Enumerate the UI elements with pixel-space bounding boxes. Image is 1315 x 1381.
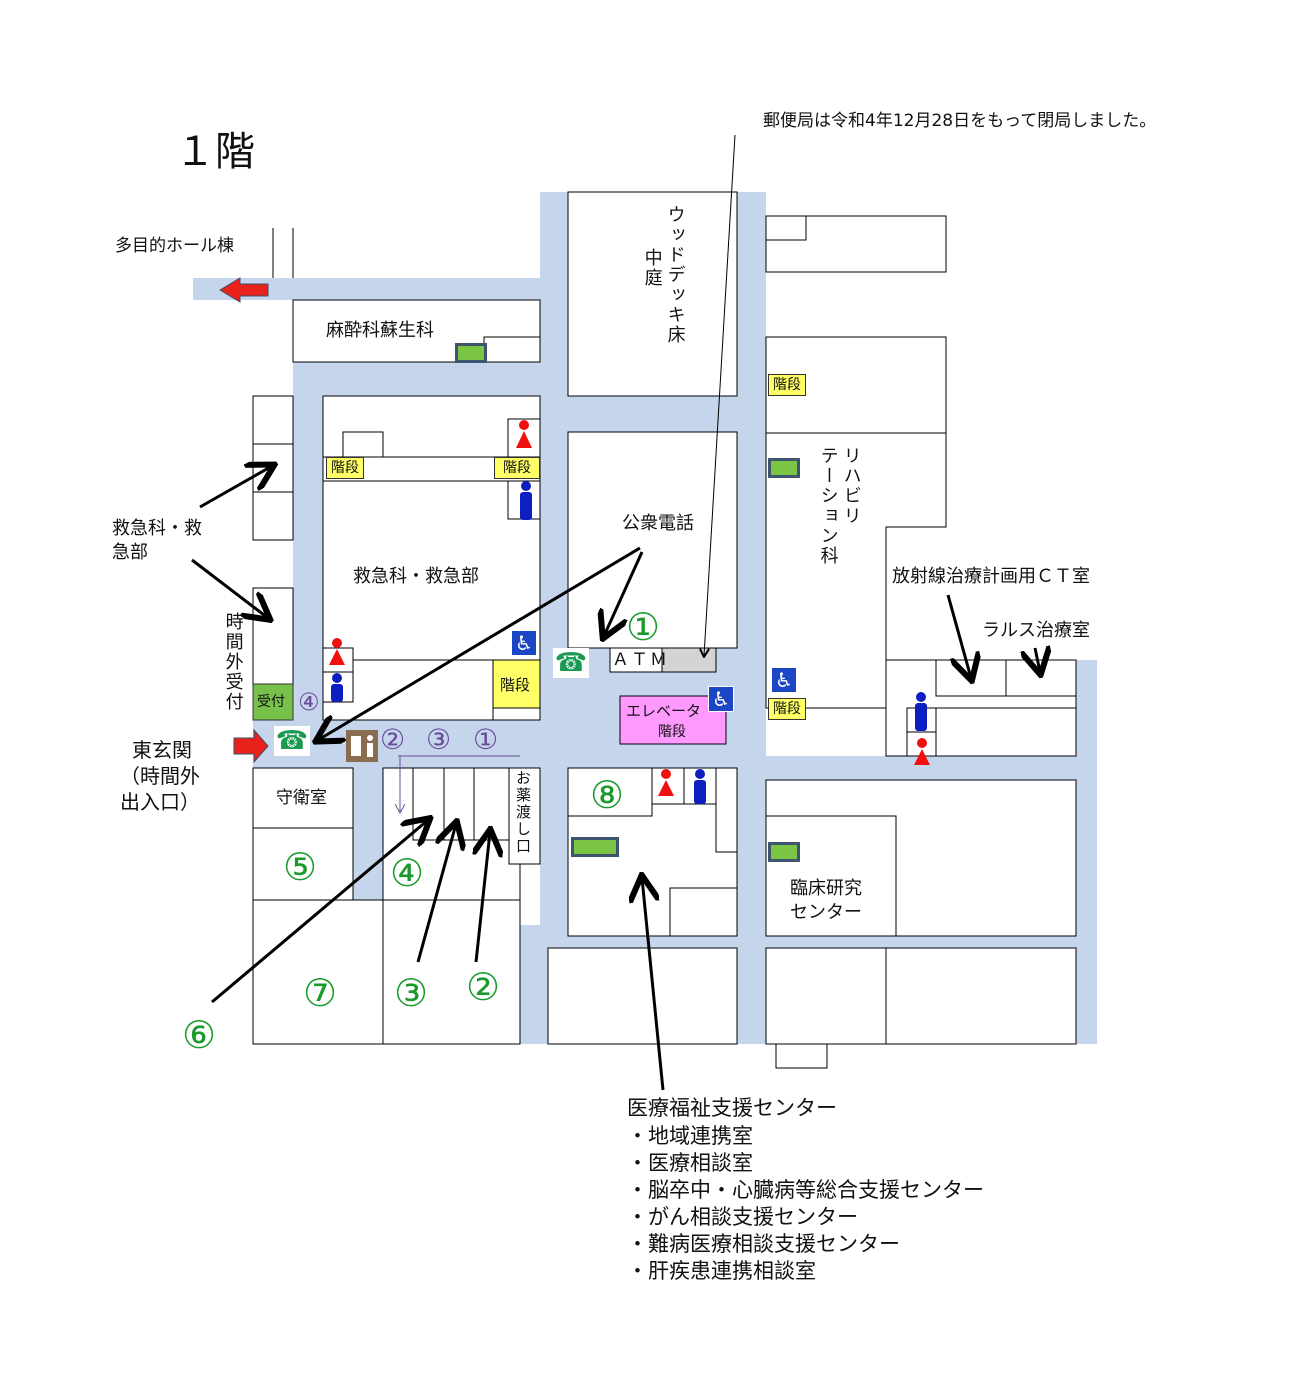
queue-number-1: ①: [473, 723, 499, 756]
night-reception-label: 時間外受付: [222, 612, 244, 712]
green-panel-icon: [455, 343, 487, 363]
floor-title: １階: [175, 129, 255, 175]
stairs-label: 階段: [494, 457, 540, 479]
wheelchair-icon: ♿: [771, 667, 797, 693]
welfare-center-title: 医療福祉支援センター: [627, 1096, 837, 1120]
phone-icon: ☎: [553, 648, 589, 678]
number-4: ④: [390, 851, 425, 895]
ralus-room-label: ラルス治療室: [982, 620, 1090, 641]
arrow-right-icon: [233, 728, 269, 764]
rehab-label-1: リハビリ: [840, 446, 862, 526]
rehab-label-2: テーション科: [817, 446, 839, 566]
wood-deck-label: ウッドデッキ床: [664, 205, 686, 345]
reception-box: [252, 683, 294, 721]
elevator-stairs-label: 階段: [658, 724, 686, 740]
er-side-label-1: 救急科・救: [112, 518, 202, 539]
stairs-label: 階段: [768, 374, 806, 396]
post-office-notice: 郵便局は令和4年12月28日をもって閉局しました。: [763, 111, 1157, 131]
courtyard-label: 中庭: [641, 248, 663, 288]
east-entrance-label-3: 出入口）: [120, 790, 200, 814]
public-phone-label: 公衆電話: [622, 513, 694, 534]
guard-room-label: 守衛室: [276, 788, 327, 808]
queue-number-2: ②: [380, 723, 406, 756]
list-item: ・難病医療相談支援センター: [627, 1232, 900, 1256]
list-item: ・地域連携室: [627, 1124, 753, 1148]
number-7: ⑦: [303, 971, 338, 1015]
queue-number-4: ④: [298, 688, 320, 716]
list-item: ・がん相談支援センター: [627, 1205, 858, 1229]
east-entrance-label: 東玄関: [132, 738, 192, 762]
queue-number-3: ③: [426, 723, 452, 756]
number-8: ⑧: [590, 773, 625, 817]
medicine-counter-label: お薬渡し口: [514, 770, 532, 855]
anesthesia-label: 麻酔科蘇生科: [326, 320, 434, 341]
phone-icon: ☎: [274, 726, 310, 756]
number-5: ⑤: [283, 845, 318, 889]
atm-label: ＡＴＭ: [612, 650, 669, 670]
green-panel-icon: [768, 842, 800, 862]
list-item: ・医療相談室: [627, 1151, 753, 1175]
number-2: ②: [466, 965, 501, 1009]
number-1: ①: [626, 605, 661, 649]
stairs-label: 階段: [768, 698, 806, 720]
wheelchair-icon: ♿: [511, 630, 537, 656]
corridors: [193, 192, 1097, 1044]
wheelchair-icon: ♿: [708, 686, 734, 712]
green-panel-icon: [571, 837, 619, 857]
restroom-icons: [329, 420, 930, 804]
elevator-label: エレベータ: [626, 702, 702, 720]
male-restroom-icon: [331, 481, 927, 804]
number-3: ③: [394, 971, 429, 1015]
ct-room-label: 放射線治療計画用ＣＴ室: [892, 566, 1090, 587]
stairs-label: 階段: [326, 457, 364, 479]
er-side-label-2: 急部: [112, 542, 148, 563]
green-panel-icon: [768, 458, 800, 478]
post-office-pointer: [704, 134, 736, 656]
stairs-box: [492, 659, 541, 709]
east-entrance-label-2: （時間外: [120, 764, 200, 788]
hall-label: 多目的ホール棟: [115, 236, 234, 256]
arrow-left-icon: [219, 277, 269, 303]
pointer-arrows: [191, 466, 1040, 1091]
closed-post-office: [661, 647, 717, 673]
list-item: ・肝疾患連携相談室: [627, 1259, 816, 1283]
reception-label: 受付: [257, 694, 285, 710]
welfare-center-list: ・地域連携室 ・医療相談室 ・脳卒中・心臓病等総合支援センター ・がん相談支援セ…: [627, 1123, 984, 1285]
er-label: 救急科・救急部: [353, 566, 479, 587]
vending-machine-icon: [346, 730, 378, 762]
stairs-label-er: 階段: [500, 676, 531, 694]
research-center-label-2: センター: [790, 902, 862, 923]
list-item: ・脳卒中・心臓病等総合支援センター: [627, 1178, 984, 1202]
number-6: ⑥: [182, 1013, 217, 1057]
female-restroom-icon: [329, 420, 930, 796]
research-center-label: 臨床研究: [790, 878, 862, 899]
